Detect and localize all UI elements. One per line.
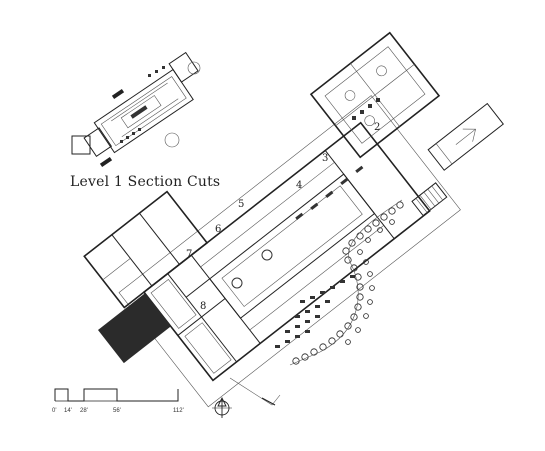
landscape-trees: [289, 199, 404, 366]
key-plan-block: [71, 135, 91, 155]
room-8-label: 8: [200, 301, 206, 312]
section-title: Level 1 Section Cuts: [70, 174, 221, 190]
north-arrow-icon: [212, 396, 232, 418]
scale-bar: 0' 14' 28' 56' 112': [52, 388, 184, 414]
scale-label-28: 28': [80, 408, 88, 414]
room-2-label: 2: [374, 122, 380, 133]
room-6-label: 6: [215, 224, 221, 235]
main-building: [83, 31, 504, 408]
scale-label-56: 56': [113, 408, 121, 414]
key-plan: [71, 51, 201, 168]
room-7-label: 7: [186, 249, 192, 260]
furniture: [231, 98, 380, 348]
scale-label-112: 112': [173, 408, 184, 414]
scale-label-14: 14': [64, 408, 72, 414]
scale-label-0: 0': [52, 408, 56, 414]
room-3-label: 3: [322, 153, 328, 164]
room-4-label: 4: [296, 180, 302, 191]
room-numbers: 2 3 4 5 6 7 8: [186, 122, 380, 312]
room-5-label: 5: [238, 199, 244, 210]
dark-block: [98, 293, 172, 364]
